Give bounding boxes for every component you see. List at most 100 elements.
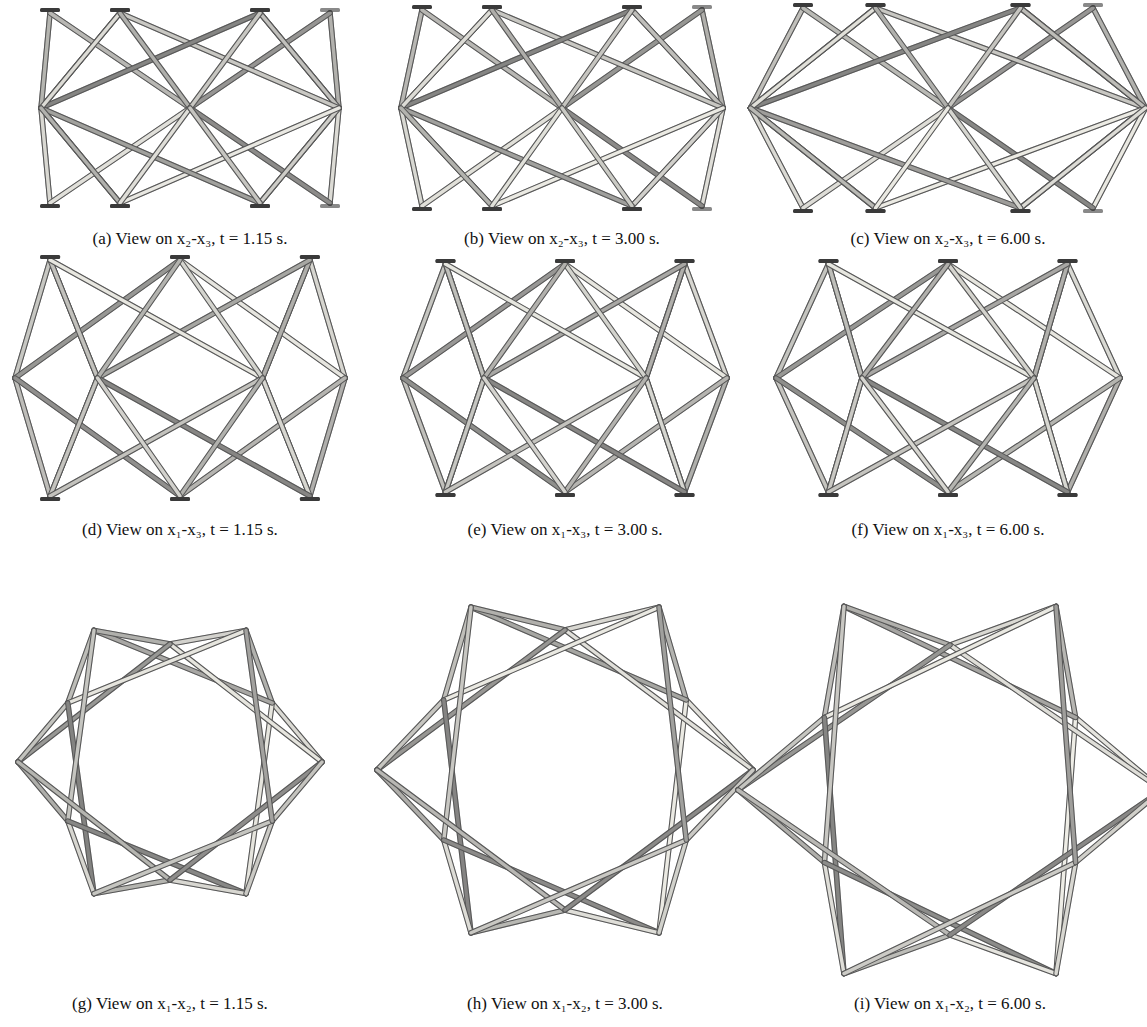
rod-outline bbox=[263, 260, 310, 378]
rod bbox=[632, 10, 723, 108]
end-plate bbox=[40, 255, 60, 259]
rod-outline bbox=[401, 108, 632, 206]
rod bbox=[190, 108, 260, 203]
rod-outline bbox=[828, 264, 1034, 378]
rod bbox=[562, 10, 632, 108]
end-plate bbox=[412, 5, 432, 9]
rod bbox=[377, 630, 565, 770]
rod-outline bbox=[18, 644, 170, 762]
end-plate bbox=[622, 207, 642, 211]
rod bbox=[876, 8, 1146, 108]
rod-outline bbox=[948, 378, 1034, 492]
end-plate bbox=[110, 204, 130, 208]
rod-outline bbox=[632, 108, 723, 206]
end-plate bbox=[675, 259, 695, 263]
rod bbox=[751, 108, 876, 208]
rod bbox=[828, 264, 1034, 378]
rod bbox=[862, 264, 948, 378]
rod bbox=[632, 108, 723, 206]
rod bbox=[492, 108, 723, 206]
rod bbox=[50, 378, 97, 496]
rod-outline bbox=[170, 762, 322, 880]
end-plate bbox=[818, 259, 838, 263]
end-plate bbox=[170, 497, 190, 501]
rod-outline bbox=[492, 10, 723, 108]
rod-outline bbox=[948, 8, 1093, 108]
rod-outline bbox=[50, 378, 97, 496]
rod bbox=[15, 260, 50, 378]
rod bbox=[738, 790, 950, 935]
rod-outline bbox=[844, 606, 950, 645]
rod-outline bbox=[844, 606, 950, 645]
rod bbox=[492, 108, 562, 206]
end-plate bbox=[482, 207, 502, 211]
rod bbox=[950, 935, 1056, 974]
rod bbox=[15, 260, 50, 378]
end-plate bbox=[938, 259, 958, 263]
rod-outline bbox=[803, 108, 948, 208]
rod bbox=[1021, 8, 1146, 108]
end-plate bbox=[110, 204, 130, 208]
rod-outline bbox=[444, 607, 659, 700]
rod-outline bbox=[180, 378, 263, 496]
rod bbox=[471, 607, 686, 700]
end-plate bbox=[818, 493, 838, 497]
rod bbox=[180, 260, 263, 378]
rod bbox=[876, 8, 1146, 108]
rod-outline bbox=[751, 108, 876, 208]
rod bbox=[824, 606, 1056, 717]
rod-outline bbox=[98, 260, 181, 378]
rod-outline bbox=[98, 378, 181, 496]
rod bbox=[484, 264, 685, 378]
rod bbox=[751, 8, 1021, 108]
rod bbox=[41, 108, 50, 203]
rod-outline bbox=[18, 762, 170, 880]
rod bbox=[492, 108, 723, 206]
rod-outline bbox=[401, 10, 632, 108]
rod bbox=[377, 700, 444, 770]
rod bbox=[377, 770, 565, 910]
rod-outline bbox=[844, 606, 1076, 717]
rod bbox=[401, 108, 632, 206]
rod-outline bbox=[562, 108, 632, 206]
rod bbox=[50, 260, 97, 378]
rod-outline bbox=[844, 863, 1076, 974]
rod-outline bbox=[659, 840, 686, 933]
rod-outline bbox=[803, 108, 948, 208]
rod-outline bbox=[50, 260, 97, 378]
rod-outline bbox=[50, 378, 97, 496]
rod bbox=[950, 645, 1147, 790]
end-plate bbox=[40, 497, 60, 501]
rod-outline bbox=[948, 264, 1034, 378]
rod bbox=[844, 863, 1076, 974]
rod-outline bbox=[565, 378, 646, 492]
end-plate bbox=[1058, 259, 1078, 263]
caption: (b) View on x₂-x₃, t = 3.00 s. bbox=[462, 229, 662, 249]
rod-outline bbox=[1076, 790, 1147, 863]
rod-outline bbox=[445, 264, 646, 378]
end-plate bbox=[435, 493, 455, 497]
rod-outline bbox=[41, 13, 260, 108]
rod bbox=[377, 630, 565, 770]
rod bbox=[68, 630, 94, 821]
rod-outline bbox=[492, 108, 723, 206]
end-plate bbox=[555, 259, 575, 263]
rod-outline bbox=[330, 13, 339, 108]
rod bbox=[950, 645, 1147, 790]
rod bbox=[50, 378, 262, 496]
rod-outline bbox=[310, 260, 345, 378]
rod-outline bbox=[401, 10, 632, 108]
rod bbox=[824, 606, 1056, 717]
rod bbox=[330, 13, 339, 108]
rod-outline bbox=[120, 13, 190, 108]
caption: (c) View on x₂-x₃, t = 6.00 s. bbox=[849, 229, 1048, 249]
end-plate bbox=[938, 259, 958, 263]
rod bbox=[751, 108, 876, 208]
rod bbox=[263, 260, 310, 378]
rod bbox=[484, 264, 565, 378]
rod bbox=[565, 378, 646, 492]
rod bbox=[1021, 8, 1146, 108]
rod-outline bbox=[824, 606, 1056, 717]
end-plate bbox=[818, 259, 838, 263]
